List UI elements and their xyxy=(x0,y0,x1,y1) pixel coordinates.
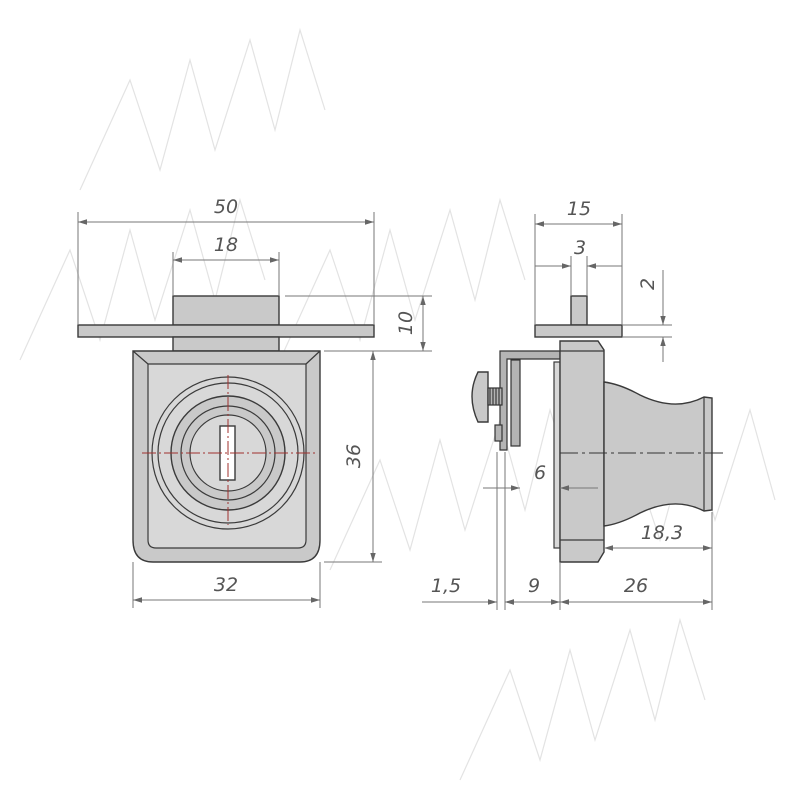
side-thin-plate xyxy=(553,361,561,549)
side-screw-head xyxy=(471,371,489,423)
side-stem xyxy=(570,295,588,326)
side-bracket xyxy=(499,350,561,451)
side-dimensions: 15 3 2 6 18,3 1,5 9 26 xyxy=(422,198,713,610)
dim-15: 15 xyxy=(567,198,591,220)
dim-50: 50 xyxy=(214,196,238,218)
dim-18: 18 xyxy=(214,234,238,256)
front-dimensions: 50 18 10 36 32 xyxy=(77,196,432,608)
side-body xyxy=(559,340,605,563)
side-clip xyxy=(510,359,521,447)
dim-18-3: 18,3 xyxy=(641,522,683,544)
dim-3: 3 xyxy=(574,237,586,259)
front-view xyxy=(77,295,375,563)
dim-6: 6 xyxy=(534,462,546,484)
dim-2: 2 xyxy=(637,278,659,290)
dim-10: 10 xyxy=(395,311,417,335)
dim-32: 32 xyxy=(214,574,238,596)
front-neck xyxy=(172,336,280,352)
dim-36: 36 xyxy=(343,444,365,468)
side-screw-nut xyxy=(494,424,503,442)
side-knob xyxy=(603,381,713,527)
front-top-block xyxy=(172,295,280,326)
front-flange-plate xyxy=(77,324,375,338)
dim-26: 26 xyxy=(624,575,648,597)
dim-1-5: 1,5 xyxy=(431,575,461,597)
dim-9: 9 xyxy=(528,575,540,597)
side-top-plate xyxy=(534,324,623,338)
side-view xyxy=(471,295,725,563)
